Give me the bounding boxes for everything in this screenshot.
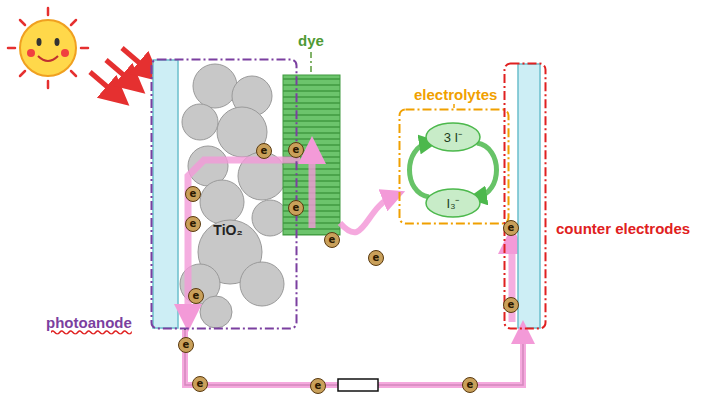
photoanode-glass	[153, 60, 178, 328]
connector	[477, 143, 497, 197]
resistor-symbol	[338, 379, 378, 391]
electron-symbol: e	[185, 216, 201, 232]
electron-paths	[188, 150, 512, 322]
counter-glass	[518, 64, 540, 328]
dye-leader	[310, 52, 312, 75]
part-heading: counter electrodes	[556, 220, 690, 237]
ion-ellipse: I₃⁻	[425, 188, 481, 218]
electron-symbol: e	[310, 378, 326, 394]
electron-symbol: e	[368, 250, 384, 266]
electron-symbol: e	[503, 220, 519, 236]
electrolytes-leader	[453, 104, 455, 108]
counter-electrode-box: counter electrodes	[503, 62, 547, 330]
electron-symbol: e	[178, 337, 194, 353]
outline	[426, 189, 480, 217]
dash-dot-outline	[150, 58, 298, 330]
outline	[400, 110, 509, 224]
dash-dot-outline	[503, 62, 547, 330]
electron-symbol: e	[288, 142, 304, 158]
part-heading: dye	[298, 32, 324, 49]
electron-symbol: e	[288, 200, 304, 216]
electron-symbol: e	[462, 377, 478, 393]
ion-ellipse: 3 I⁻	[425, 122, 481, 152]
outline	[505, 64, 546, 329]
outline	[426, 123, 480, 151]
node-text: I₃⁻	[447, 194, 460, 212]
node-text: 3 I⁻	[444, 128, 462, 146]
electrolytes-box: electrolytes3 I⁻I₃⁻	[398, 108, 510, 225]
electron-symbol: e	[256, 143, 272, 159]
electron-symbol: e	[192, 376, 208, 392]
sun	[8, 8, 88, 88]
connector	[340, 196, 394, 232]
electron-symbol: e	[188, 288, 204, 304]
part-heading: electrolytes	[414, 86, 497, 103]
electron-symbol: e	[503, 297, 519, 313]
electron-symbol: e	[324, 232, 340, 248]
photoanode-box: photoanodeTiO₂	[150, 58, 298, 330]
node-text: TiO₂	[213, 222, 242, 238]
connector	[410, 143, 430, 197]
part-heading: photoanode	[46, 314, 132, 333]
outline	[152, 60, 297, 329]
electron-symbol: e	[185, 186, 201, 202]
tio2-label-area: TiO₂	[196, 200, 260, 260]
dye-layer	[283, 75, 340, 235]
tio2-particles	[180, 64, 288, 328]
light-arrows	[90, 48, 150, 96]
